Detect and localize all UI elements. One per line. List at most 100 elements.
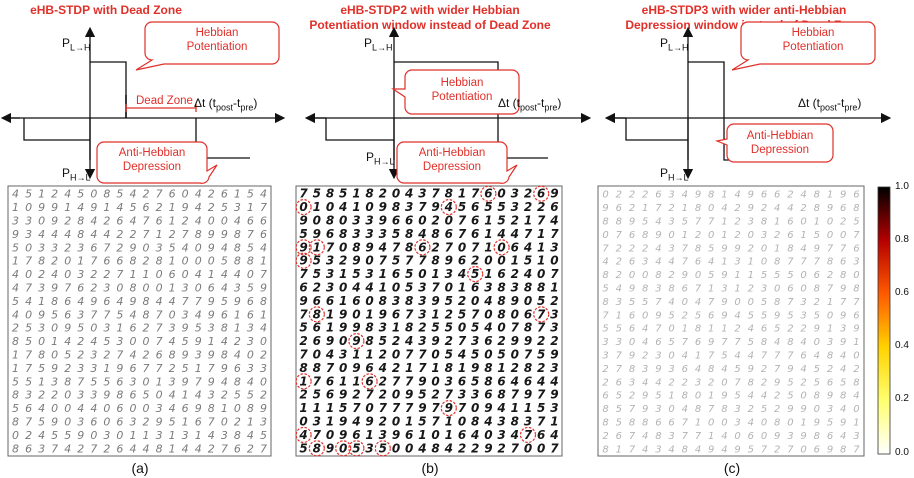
digit-thumb: 2 <box>761 203 767 214</box>
dt-label-c: Δt (tpost-tpre) <box>798 96 862 113</box>
digit-thumb: 8 <box>38 349 45 362</box>
digit-thumb: 3 <box>103 429 110 442</box>
digit-thumb: 6 <box>129 322 136 335</box>
digit-thumb: 2 <box>247 442 254 455</box>
digit-thumb: 9 <box>550 388 558 402</box>
digit-thumb: 0 <box>25 201 32 214</box>
digit-thumb: 2 <box>734 203 740 214</box>
digit-thumb: 2 <box>629 391 635 402</box>
digit-thumb: 2 <box>116 241 123 254</box>
digit-thumb: 4 <box>378 361 387 375</box>
digit-thumb: 3 <box>352 227 360 241</box>
digit-thumb: 0 <box>247 349 254 362</box>
digit-thumb: 1 <box>299 374 307 388</box>
digit-thumb: 7 <box>143 228 150 241</box>
digit-thumb: 8 <box>129 255 136 268</box>
digit-thumb: 8 <box>260 295 267 308</box>
digit-thumb: 8 <box>695 404 701 415</box>
digit-thumb: 7 <box>721 337 728 348</box>
digit-thumb: 5 <box>761 404 767 415</box>
digit-thumb: 4 <box>221 375 228 388</box>
digit-thumb: 4 <box>655 377 661 388</box>
digit-thumb: 1 <box>682 230 688 241</box>
digit-thumb: 9 <box>774 377 780 388</box>
digit-thumb: 5 <box>103 335 110 348</box>
digit-thumb: 2 <box>761 377 767 388</box>
digit-thumb: 2 <box>550 334 558 348</box>
digit-thumb: 4 <box>682 190 688 201</box>
digit-thumb: 6 <box>352 428 360 442</box>
digit-thumb: 9 <box>511 294 519 308</box>
digit-thumb: 5 <box>182 362 189 375</box>
digit-thumb: 8 <box>774 297 780 308</box>
digit-thumb: 0 <box>418 267 426 281</box>
digit-thumb: 2 <box>431 240 439 254</box>
digit-thumb: 1 <box>524 214 532 228</box>
digit-thumb: 2 <box>682 377 688 388</box>
digit-thumb: 9 <box>840 310 846 321</box>
digit-thumb: 0 <box>260 335 267 348</box>
digit-thumb: 0 <box>629 270 635 281</box>
cb-tick-1: 1.0 <box>895 181 909 192</box>
digit-thumb: 7 <box>143 215 150 228</box>
digit-thumb: 0 <box>511 348 519 362</box>
digit-thumb: 0 <box>352 307 360 321</box>
digit-thumb: 9 <box>471 361 479 375</box>
digit-thumb: 4 <box>351 415 360 429</box>
digit-thumb: 6 <box>352 294 360 308</box>
digit-thumb: 8 <box>156 255 163 268</box>
digit-thumb: 7 <box>840 297 847 308</box>
digit-thumb: 6 <box>484 334 492 348</box>
digit-thumb: 2 <box>156 201 163 214</box>
digit-thumb: 4 <box>129 188 136 201</box>
digit-thumb: 9 <box>708 444 714 455</box>
digit-thumb: 4 <box>496 401 505 415</box>
grid-frame-b <box>295 185 563 457</box>
digit-thumb: 3 <box>668 217 674 228</box>
digit-thumb: 2 <box>642 190 648 201</box>
digit-thumb: 8 <box>169 349 176 362</box>
digit-thumb: 0 <box>668 230 674 241</box>
digit-thumb: 1 <box>143 268 150 281</box>
cb-tick-4: 0.4 <box>895 340 909 351</box>
digit-thumb: 2 <box>524 200 532 214</box>
digit-thumb: 0 <box>339 441 347 455</box>
digit-thumb: 1 <box>38 295 45 308</box>
digit-thumb: 4 <box>182 241 189 254</box>
digit-thumb: 7 <box>352 401 361 415</box>
digit-thumb: 9 <box>326 334 334 348</box>
highlight-circles-b <box>295 185 550 457</box>
digit-thumb: 4 <box>444 441 453 455</box>
digit-thumb: 0 <box>668 351 674 362</box>
digit-thumb: 2 <box>234 335 241 348</box>
digit-thumb: 3 <box>77 241 84 254</box>
digit-thumb: 2 <box>208 188 215 201</box>
digit-thumb: 5 <box>103 375 110 388</box>
digit-thumb: 2 <box>774 444 780 455</box>
digit-thumb: 2 <box>550 294 558 308</box>
digit-thumb: 1 <box>169 255 176 268</box>
digit-thumb: 2 <box>103 268 110 281</box>
digit-thumb: 4 <box>90 402 97 415</box>
digit-thumb: 2 <box>774 404 780 415</box>
digit-thumb: 9 <box>182 322 189 335</box>
digit-thumb: 8 <box>682 444 688 455</box>
digit-thumb: 4 <box>234 268 241 281</box>
digit-thumb: 2 <box>642 351 648 362</box>
digit-thumb: 8 <box>602 444 608 455</box>
digit-thumb: 2 <box>668 377 674 388</box>
callout-anti-c <box>714 123 834 163</box>
digit-thumb: 6 <box>234 442 241 455</box>
digit-thumb: 5 <box>537 401 545 415</box>
digit-thumb: 9 <box>208 228 215 241</box>
digit-thumb: 1 <box>708 324 714 335</box>
digit-thumb: 3 <box>221 429 228 442</box>
digit-thumb: 8 <box>247 255 254 268</box>
digit-thumb: 5 <box>814 377 820 388</box>
digit-thumb: 7 <box>405 307 414 321</box>
digit-thumb: 1 <box>774 243 780 254</box>
digit-thumb: 4 <box>470 428 479 442</box>
digit-thumb: 2 <box>90 282 97 295</box>
digit-thumb: 4 <box>642 444 648 455</box>
digit-thumb: 2 <box>129 228 136 241</box>
